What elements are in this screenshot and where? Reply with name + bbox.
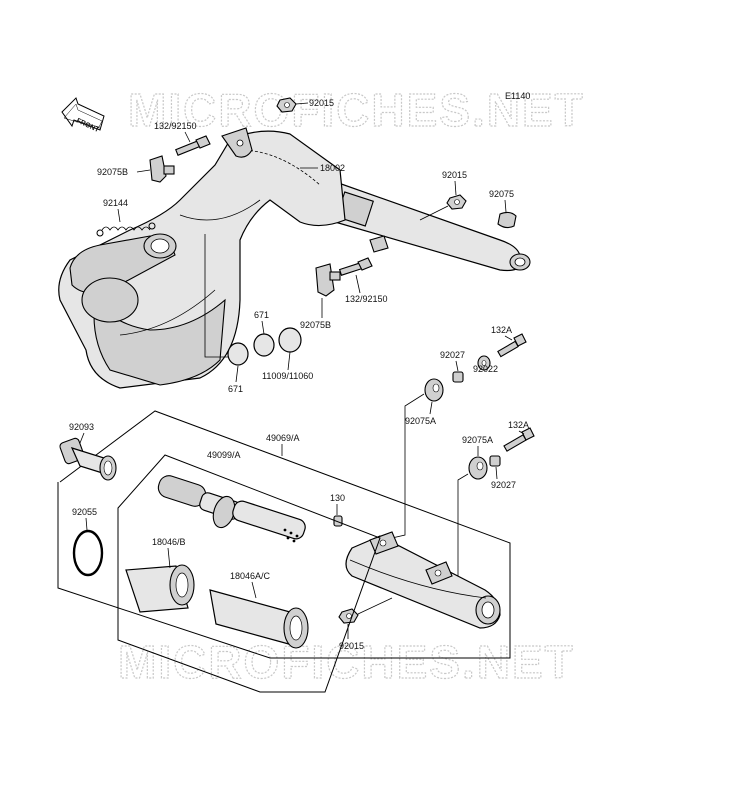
o-ring-671-upper (253, 333, 275, 357)
label-92027-bottom: 92027 (491, 480, 516, 490)
bolt-132a-top (497, 333, 527, 358)
silencer-body (345, 531, 501, 629)
packing-18046b (125, 564, 195, 613)
label-92075b-mid: 92075B (300, 320, 331, 330)
o-ring-92055 (72, 529, 104, 577)
label-671-top: 671 (254, 310, 269, 320)
nut-92015-mid (446, 194, 467, 210)
label-18002: 18002 (320, 163, 345, 173)
watermark-bottom: MICROFICHES.NET (118, 636, 575, 688)
nut-92015-top (276, 97, 297, 113)
label-132-92150-top: 132/92150 (154, 121, 197, 131)
spring-92144 (96, 222, 156, 237)
label-92015-top: 92015 (309, 98, 334, 108)
label-132a-top: 132A (491, 325, 512, 335)
label-92075a-top: 92075A (405, 416, 436, 426)
box-49099a-outline (117, 454, 381, 693)
damper-92075b-top (149, 155, 175, 183)
expansion-chamber (58, 127, 531, 389)
grommet-92075a-top (424, 378, 444, 402)
label-11009-11060: 11009/11060 (262, 371, 313, 381)
label-49099a: 49099/A (207, 450, 241, 460)
packing-18046ac (209, 589, 309, 649)
label-132-92150-mid: 132/92150 (345, 294, 388, 304)
label-18046b: 18046/B (152, 537, 186, 547)
collar-92027-bottom (489, 455, 501, 467)
collar-92027-top (452, 371, 464, 383)
diagram-code: E1140 (505, 91, 530, 101)
nut-92015-bottom (338, 608, 359, 624)
label-92075: 92075 (489, 189, 514, 199)
label-92015-bottom: 92015 (339, 641, 364, 651)
label-92022: 92022 (473, 364, 498, 374)
front-arrow-icon: FRONT (61, 97, 105, 134)
damper-92075b-mid (315, 263, 341, 297)
label-92075a-bottom: 92075A (462, 435, 493, 445)
gasket-11009 (278, 327, 302, 353)
bolt-132-top (175, 135, 211, 156)
damper-92075 (497, 211, 517, 229)
label-671-bottom: 671 (228, 384, 243, 394)
label-130: 130 (330, 493, 345, 503)
label-92055: 92055 (72, 507, 97, 517)
box-49069a-outline (57, 410, 511, 659)
grommet-92075a-bottom (468, 456, 488, 480)
label-92075b-top: 92075B (97, 167, 128, 177)
pipe-92093 (59, 437, 117, 481)
bolt-132a-bottom (503, 427, 535, 452)
label-92144: 92144 (103, 198, 128, 208)
label-92027-top: 92027 (440, 350, 465, 360)
label-18046ac: 18046A/C (230, 571, 271, 581)
watermark-top: MICROFICHES.NET (128, 84, 585, 136)
bolt-132-mid (338, 257, 373, 276)
label-132a-bottom: 132A (508, 420, 529, 430)
label-92093: 92093 (69, 422, 94, 432)
silencer-core-pipe (157, 475, 306, 543)
o-ring-671-lower (227, 342, 249, 366)
label-92015-mid: 92015 (442, 170, 467, 180)
label-49069a: 49069/A (266, 433, 300, 443)
rivet-130 (333, 515, 343, 527)
